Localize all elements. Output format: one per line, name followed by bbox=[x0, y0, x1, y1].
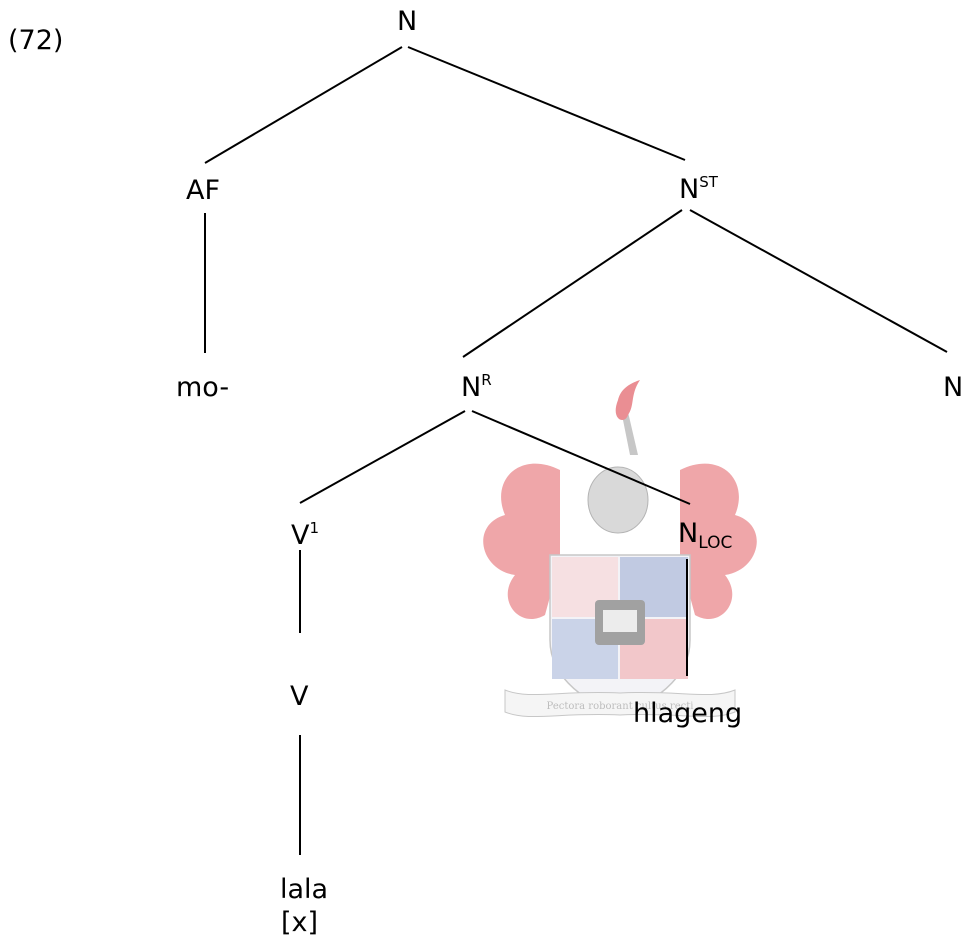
node-n-right-base: N bbox=[943, 372, 964, 403]
node-n-right: N bbox=[943, 374, 963, 401]
node-af: AF bbox=[186, 177, 220, 204]
edge-root-nst bbox=[407, 46, 686, 161]
node-hlageng: hlageng bbox=[633, 700, 742, 727]
node-x-text: [x] bbox=[281, 907, 319, 938]
node-v: V bbox=[290, 683, 308, 710]
crest-book bbox=[603, 610, 637, 632]
crest-helmet bbox=[587, 466, 649, 534]
example-number: (72) bbox=[8, 25, 64, 56]
node-n-loc: NLOC bbox=[678, 518, 732, 552]
crest-flame bbox=[615, 380, 640, 420]
node-n-loc-sub: LOC bbox=[698, 533, 733, 553]
node-lala: lala bbox=[280, 876, 328, 903]
node-root: N bbox=[397, 8, 417, 35]
edge-nr-v1 bbox=[299, 410, 466, 504]
crest-mantling-left bbox=[483, 463, 560, 620]
crest-mantling-right bbox=[680, 463, 757, 620]
edge-nr-nloc bbox=[471, 410, 691, 505]
node-n-st-sup: ST bbox=[699, 173, 718, 191]
crest-torch bbox=[622, 412, 638, 455]
node-n-r: NR bbox=[461, 371, 492, 403]
crest-motto: Pectora roborant cultus recti bbox=[547, 701, 694, 712]
node-v1: V1 bbox=[291, 519, 320, 551]
node-mo: mo- bbox=[176, 374, 229, 401]
node-af-base: AF bbox=[186, 175, 221, 206]
node-n-loc-base: N bbox=[678, 518, 699, 549]
node-v1-sup: 1 bbox=[309, 519, 320, 537]
node-hlageng-text: hlageng bbox=[633, 698, 743, 729]
edge-nst-n bbox=[689, 209, 948, 353]
node-v-base: V bbox=[290, 681, 309, 712]
node-n-r-base: N bbox=[461, 372, 482, 403]
node-n-st: NST bbox=[679, 173, 718, 205]
edge-nst-nr bbox=[462, 209, 683, 358]
node-mo-text: mo- bbox=[176, 372, 230, 403]
node-x-feature: [x] bbox=[281, 909, 318, 936]
node-lala-text: lala bbox=[280, 874, 329, 905]
node-v1-base: V bbox=[291, 520, 310, 551]
node-n-st-base: N bbox=[679, 174, 700, 205]
node-root-base: N bbox=[397, 6, 418, 37]
edge-root-af bbox=[204, 46, 403, 164]
crest-scroll bbox=[504, 689, 736, 718]
node-n-r-sup: R bbox=[481, 371, 492, 389]
